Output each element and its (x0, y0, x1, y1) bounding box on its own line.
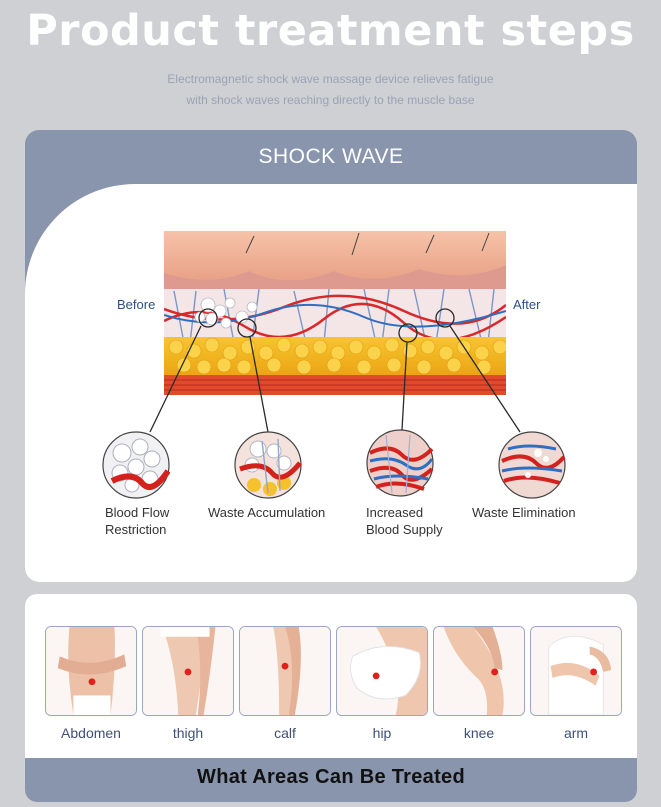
skin-cross-section-illustration (164, 231, 506, 395)
stage-caption-2-line-1: Waste Accumulation (208, 505, 326, 520)
stage-caption-4: Waste Elimination (472, 504, 576, 521)
waste-elimination-icon (498, 431, 566, 499)
after-label: After (513, 297, 541, 312)
stage-caption-3-line-2: Blood Supply (366, 522, 443, 537)
treatment-areas-bar: What Areas Can Be Treated (25, 758, 637, 802)
stage-caption-4-line-1: Waste Elimination (472, 505, 576, 520)
area-label-thigh: thigh (172, 725, 204, 741)
hip-photo-icon (337, 627, 427, 715)
subtitle-line-2: with shock waves reaching directly to th… (186, 93, 475, 107)
abdomen-photo-icon (46, 627, 136, 715)
subtitle: Electromagnetic shock wave massage devic… (0, 69, 661, 111)
stage-caption-3: Increased Blood Supply (366, 504, 443, 538)
arm-photo-icon (531, 627, 621, 715)
waste-accumulation-icon (234, 431, 302, 499)
stage-caption-3-line-1: Increased (366, 505, 424, 520)
area-tile-abdomen (45, 626, 137, 716)
stage-caption-2: Waste Accumulation (208, 504, 325, 521)
blood-flow-restriction-icon (102, 431, 170, 499)
stage-caption-1-line-1: Blood Flow (105, 505, 170, 520)
page-title: Product treatment steps (26, 6, 635, 56)
area-label-calf: calf (274, 725, 296, 741)
subtitle-line-1: Electromagnetic shock wave massage devic… (167, 72, 494, 86)
shock-wave-title: SHOCK WAVE (258, 145, 404, 168)
area-label-abdomen: Abdomen (61, 725, 121, 741)
area-tile-arm (530, 626, 622, 716)
treatment-areas-card: Abdomen thigh calf hip (25, 594, 637, 802)
increased-blood-supply-icon (366, 429, 434, 497)
thigh-photo-icon (143, 627, 233, 715)
area-tile-thigh (142, 626, 234, 716)
stage-caption-1-line-2: Restriction (105, 522, 167, 537)
treatment-areas-title: What Areas Can Be Treated (197, 766, 465, 788)
area-tile-knee (433, 626, 525, 716)
calf-photo-icon (240, 627, 330, 715)
area-label-knee: knee (463, 725, 495, 741)
area-label-hip: hip (372, 725, 392, 741)
knee-photo-icon (434, 627, 524, 715)
area-tile-calf (239, 626, 331, 716)
stage-caption-1: Blood Flow Restriction (105, 504, 169, 538)
area-label-arm: arm (563, 725, 589, 741)
before-label: Before (117, 297, 156, 312)
area-tile-hip (336, 626, 428, 716)
